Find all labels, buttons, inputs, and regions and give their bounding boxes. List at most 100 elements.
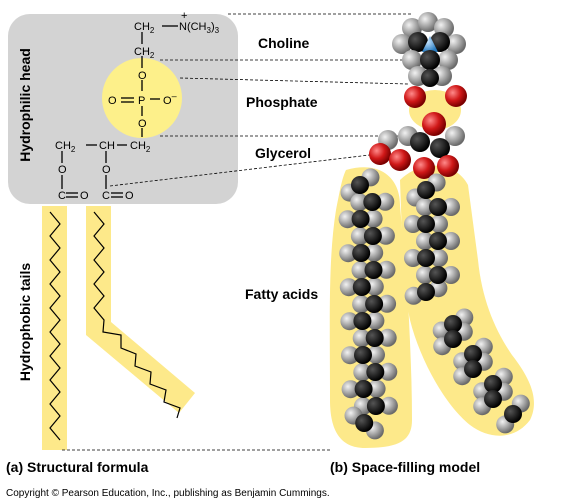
chain-hydrogen-atom xyxy=(416,266,434,284)
ester-oxygen-atom xyxy=(413,157,435,179)
chain-hydrogen-atom xyxy=(350,227,369,246)
chain-hydrogen-atom xyxy=(352,295,371,314)
chain-carbon-atom xyxy=(504,405,522,423)
chain-hydrogen-atom xyxy=(379,396,398,415)
chain-carbon-atom xyxy=(484,390,502,408)
chain-hydrogen-atom xyxy=(416,232,434,250)
carbonyl-carbon-left: C xyxy=(58,190,66,202)
chain-carbon-atom xyxy=(352,278,371,296)
chain-carbon-atom xyxy=(417,181,435,199)
chain-carbon-atom xyxy=(363,193,382,211)
hydrophilic-head-label: Hydrophilic head xyxy=(17,48,33,162)
oxygen-double-bond: O xyxy=(108,95,117,107)
phosphate-oxygen-atom xyxy=(445,85,467,107)
chain-carbon-atom xyxy=(352,244,371,262)
chain-hydrogen-atom xyxy=(376,226,395,245)
ester-oxygen-left: O xyxy=(58,164,67,176)
right-fatty-acid-chain xyxy=(404,173,530,434)
chain-hydrogen-atom xyxy=(350,193,369,212)
chain-carbon-atom xyxy=(417,249,435,267)
chain-hydrogen-atom xyxy=(378,294,397,313)
chain-hydrogen-atom xyxy=(416,198,434,216)
chain-carbon-atom xyxy=(366,397,385,415)
ester-oxygen-atom xyxy=(389,149,411,171)
chain-hydrogen-atom xyxy=(365,277,384,296)
formula-bonds xyxy=(61,25,178,198)
chain-carbon-atom xyxy=(429,266,447,284)
chain-hydrogen-atom xyxy=(338,210,357,229)
choline-hydrogen-atom xyxy=(438,50,458,70)
chain-hydrogen-atom xyxy=(377,260,396,279)
glycerol-ch2-left: CH2 xyxy=(55,140,76,154)
choline-label: Choline xyxy=(258,35,310,51)
chain-hydrogen-atom xyxy=(442,266,460,284)
chain-carbon-atom xyxy=(417,283,435,301)
chain-carbon-atom xyxy=(354,346,372,364)
chain-hydrogen-atom xyxy=(379,362,398,381)
chain-carbon-atom xyxy=(363,227,382,245)
n-plus-sign: + xyxy=(181,10,187,22)
chain-hydrogen-atom xyxy=(366,311,385,330)
carbonyl-oxygen-left: O xyxy=(80,190,89,202)
chain-carbon-atom xyxy=(484,375,502,393)
oxygen-lower: O xyxy=(138,118,147,130)
chain-carbon-atom xyxy=(429,198,447,216)
chain-hydrogen-atom xyxy=(404,249,422,267)
structural-formula: Hydrophilic head CH2 + N(CH3)3 xyxy=(8,10,238,450)
chain-carbon-atom xyxy=(365,295,384,313)
glycerol-label: Glycerol xyxy=(255,145,311,161)
chain-hydrogen-atom xyxy=(378,328,397,347)
chain-hydrogen-atom xyxy=(430,249,448,267)
glycerol-hydrogen-atom xyxy=(445,126,465,146)
chain-carbon-atom xyxy=(464,345,482,363)
chain-hydrogen-atom xyxy=(442,198,460,216)
left-fatty-acid-chain xyxy=(338,168,398,440)
hydrophobic-tails-label: Hydrophobic tails xyxy=(17,263,33,381)
choline-hydrogen-atom xyxy=(446,34,466,54)
chain-carbon-atom xyxy=(351,176,369,194)
chain-carbon-atom xyxy=(351,210,370,228)
glycerol-ch: CH xyxy=(99,140,115,152)
oxygen-negative: O– xyxy=(163,91,177,107)
chain-carbon-atom xyxy=(366,363,385,381)
chain-carbon-atom xyxy=(365,329,384,347)
saturated-tail-highlight xyxy=(42,206,67,450)
chain-hydrogen-atom xyxy=(404,215,422,233)
choline-hydrogen-atom xyxy=(392,34,412,54)
chain-hydrogen-atom xyxy=(339,278,358,297)
trimethylammonium: N(CH3)3 xyxy=(179,21,220,35)
carbonyl-oxygen-right: O xyxy=(125,190,134,202)
oxygen-upper: O xyxy=(138,70,147,82)
choline-hydrogen-atom xyxy=(402,50,422,70)
tail-highlight-right xyxy=(400,165,534,436)
chain-carbon-atom xyxy=(353,312,372,330)
chain-carbon-atom xyxy=(429,232,447,250)
chain-carbon-atom xyxy=(355,414,374,432)
chain-hydrogen-atom xyxy=(367,379,386,398)
chain-hydrogen-atom xyxy=(351,261,370,280)
space-filling-model xyxy=(329,12,534,448)
ester-oxygen-right: O xyxy=(102,164,111,176)
ethyl-ch2: CH2 xyxy=(134,46,155,60)
phosphate-label: Phosphate xyxy=(246,94,318,110)
chain-hydrogen-atom xyxy=(376,192,395,211)
glycerol-ch2-right: CH2 xyxy=(130,140,151,154)
phosphate-oxygen-atom xyxy=(422,112,446,136)
phosphorus: P xyxy=(138,95,145,107)
chain-hydrogen-atom xyxy=(353,363,372,382)
choline-ch2: CH2 xyxy=(134,21,155,35)
chain-carbon-atom xyxy=(464,360,482,378)
chain-hydrogen-atom xyxy=(442,232,460,250)
chain-hydrogen-atom xyxy=(341,380,360,399)
chain-carbon-atom xyxy=(364,261,383,279)
chain-hydrogen-atom xyxy=(340,312,359,331)
glycerol-carbon-atom xyxy=(430,138,450,158)
unsaturated-tail-highlight xyxy=(86,206,195,413)
fatty-acids-label: Fatty acids xyxy=(245,286,318,302)
ester-oxygen-atom xyxy=(369,143,391,165)
chain-carbon-atom xyxy=(444,315,462,333)
chain-carbon-atom xyxy=(417,215,435,233)
chain-hydrogen-atom xyxy=(339,244,358,263)
phosphate-oxygen-atom xyxy=(404,86,426,108)
